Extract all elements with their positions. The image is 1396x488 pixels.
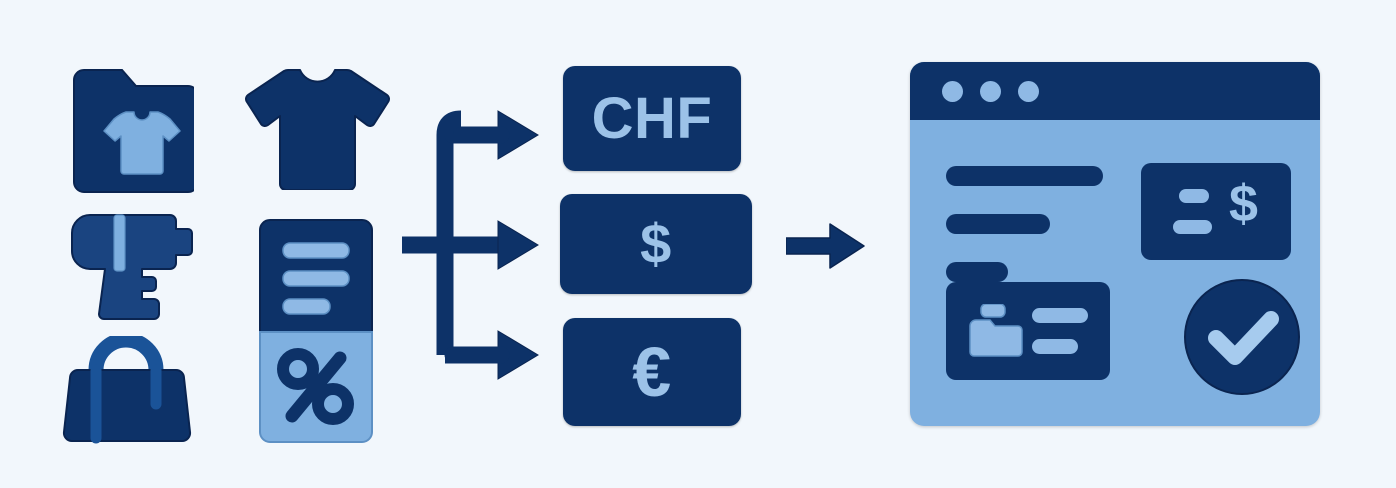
currency-label-eur: € bbox=[632, 333, 672, 411]
price-list-percent-icon bbox=[259, 219, 373, 443]
short-bar bbox=[946, 262, 1008, 282]
folder-icon bbox=[969, 304, 1023, 357]
price-summary-card[interactable]: $ bbox=[1141, 163, 1291, 260]
price-summary-symbol: $ bbox=[1229, 175, 1258, 233]
catalog-card[interactable] bbox=[946, 282, 1110, 380]
folder-shirt-icon bbox=[73, 69, 194, 193]
product-group bbox=[240, 58, 390, 448]
success-check bbox=[1184, 279, 1300, 395]
tshirt-icon bbox=[245, 69, 390, 190]
drill-icon bbox=[71, 214, 193, 320]
window-dot-2[interactable] bbox=[980, 80, 1001, 102]
currency-card-eur[interactable]: € bbox=[563, 318, 741, 426]
result-arrow bbox=[786, 223, 865, 269]
currency-label-usd: $ bbox=[640, 212, 672, 275]
window-dot-1[interactable] bbox=[942, 80, 963, 102]
price-row-bar-2 bbox=[1173, 220, 1212, 234]
branching-arrow bbox=[402, 110, 539, 380]
currency-label-chf: CHF bbox=[591, 85, 713, 151]
storefront-window: $ bbox=[910, 62, 1320, 426]
catalog-row-bar-2 bbox=[1032, 339, 1078, 354]
catalog-row-bar-1 bbox=[1032, 308, 1088, 323]
subline-bar bbox=[946, 214, 1050, 234]
window-content: $ bbox=[910, 120, 1320, 426]
source-category-group bbox=[58, 58, 208, 448]
window-titlebar bbox=[910, 62, 1320, 120]
handbag-icon bbox=[62, 336, 192, 444]
currency-card-chf[interactable]: CHF bbox=[563, 66, 741, 171]
headline-bar bbox=[946, 166, 1103, 186]
window-dot-3[interactable] bbox=[1018, 80, 1039, 102]
price-row-bar-1 bbox=[1179, 189, 1209, 203]
currency-card-usd[interactable]: $ bbox=[560, 194, 752, 294]
